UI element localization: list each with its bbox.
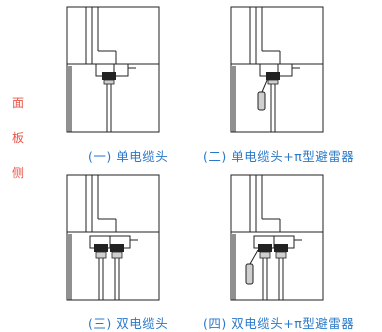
caption-2: (二) 单电缆头+π型避雷器 [203, 149, 355, 164]
diagram-single-cable-head-arrester [230, 6, 324, 133]
cable-head-1 [258, 244, 272, 259]
side-label-char-3: 侧 [11, 166, 24, 180]
cable-head-1 [102, 72, 116, 85]
cabinet-outline [230, 6, 324, 133]
caption-3: (三) 双电缆头 [88, 316, 169, 331]
diagram-double-cable-head-arrester [230, 174, 324, 301]
cable-head-2 [110, 244, 124, 259]
caption-1: (一) 单电缆头 [88, 149, 169, 164]
side-label-char-2: 板 [11, 131, 24, 145]
pi-arrester [245, 263, 254, 285]
cabinet-outline [230, 174, 324, 301]
side-label-char-1: 面 [11, 96, 24, 110]
diagram-single-cable-head [66, 6, 160, 133]
diagram-double-cable-head [66, 174, 160, 301]
pi-arrester [257, 91, 266, 111]
cable-head-1 [266, 72, 280, 85]
cable-head-2 [274, 244, 288, 259]
cabinet-outline [66, 174, 160, 301]
cabinet-outline [66, 6, 160, 133]
caption-4: (四) 双电缆头+π型避雷器 [203, 316, 355, 331]
cable-head-1 [94, 244, 108, 259]
